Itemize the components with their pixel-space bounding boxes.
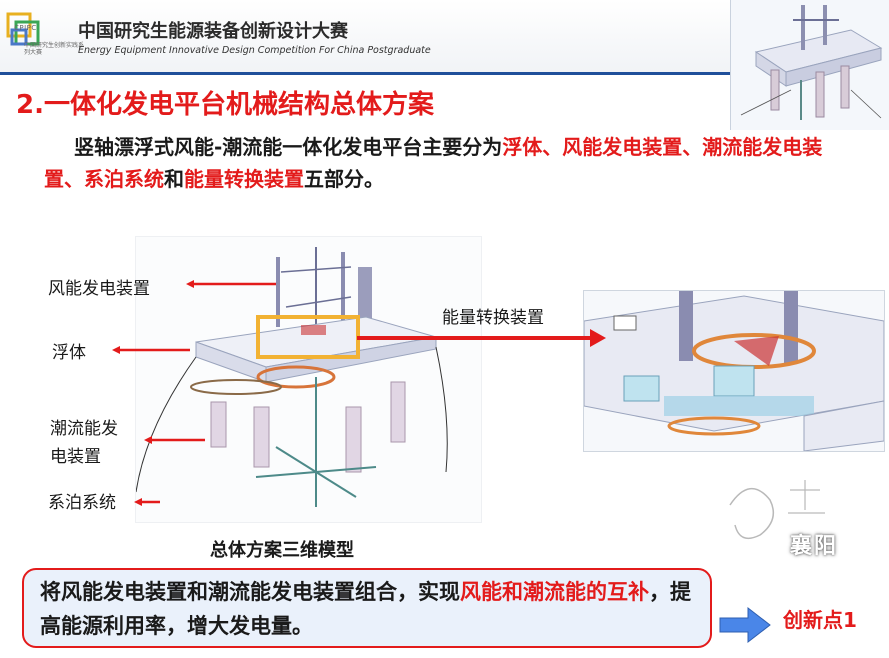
callout-text-red: 风能和潮流能的互补 (460, 580, 649, 604)
intro-text-mid: 和 (164, 167, 184, 191)
logo-text: CPIPC (14, 24, 37, 32)
label-float: 浮体 (52, 343, 86, 363)
cpipc-logo (6, 12, 40, 46)
header-divider (0, 72, 740, 75)
competition-title-en: Energy Equipment Innovative Design Compe… (78, 45, 431, 56)
overall-3d-model-image (135, 236, 482, 523)
label-tidal-line2: 电装置 (50, 447, 101, 467)
intro-text-pre: 竖轴漂浮式风能-潮流能一体化发电平台主要分为 (74, 135, 503, 159)
energy-conversion-zoom-image (583, 290, 885, 452)
intro-text-red-1: 浮体、风能发电装置、潮流能发电装置、系泊系统 (44, 135, 823, 191)
summary-callout-box (22, 568, 712, 648)
intro-text-post: 五部分。 (304, 167, 384, 191)
label-wind-device: 风能发电装置 (48, 279, 150, 299)
section-title: 2.一体化发电平台机械结构总体方案 (16, 90, 434, 120)
callout-text-pre: 将风能发电装置和潮流能发电装置组合，实现 (40, 580, 460, 604)
logo-subtitle: 中国研究生创新实践系列大赛 (24, 42, 85, 56)
label-energy-conversion: 能量转换装置 (442, 308, 544, 328)
innovation-point-label: 创新点1 (783, 608, 857, 632)
label-mooring: 系泊系统 (48, 493, 116, 513)
watermark-logo (727, 480, 825, 542)
label-tidal-line1: 潮流能发 (50, 419, 118, 439)
callout-text-post: ，提高能源利用率，增大发电量。 (40, 580, 691, 638)
figure-caption: 总体方案三维模型 (210, 540, 354, 561)
competition-title-cn: 中国研究生能源装备创新设计大赛 (78, 21, 348, 42)
intro-paragraph: 竖轴漂浮式风能-潮流能一体化发电平台主要分为浮体、风能发电装置、潮流能发电装置、… (44, 131, 844, 195)
intro-text-red-2: 能量转换装置 (184, 167, 304, 191)
summary-callout-text: 将风能发电装置和潮流能发电装置组合，实现风能和潮流能的互补，提高能源利用率，增大… (40, 575, 710, 643)
watermark-text: 襄阳 (790, 534, 839, 559)
thumbnail-model-image (730, 0, 889, 130)
